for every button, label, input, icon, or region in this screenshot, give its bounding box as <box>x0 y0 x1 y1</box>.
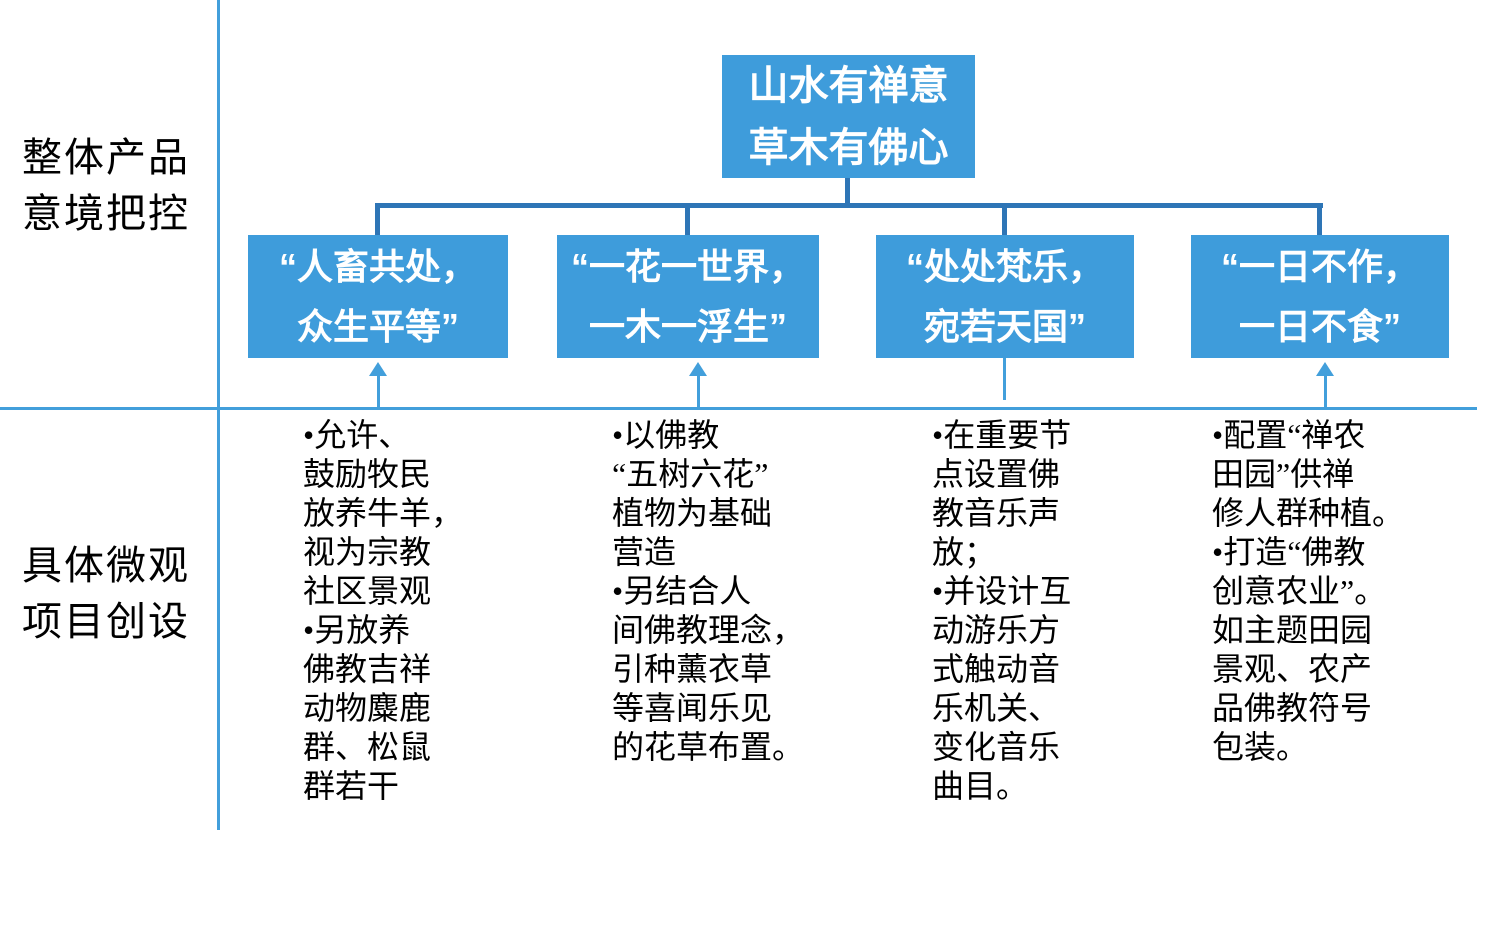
up-arrow-shaft <box>1323 376 1327 408</box>
connector-drop-2 <box>685 205 690 235</box>
connector-horizontal-bar <box>375 203 1323 208</box>
branch-node-box-2: “一花一世界， 一木一浮生” <box>557 235 819 358</box>
up-arrow-4 <box>1314 362 1336 408</box>
connector-root-stub <box>845 178 850 205</box>
root-node-box: 山水有禅意 草木有佛心 <box>722 55 975 178</box>
left-column-divider-line <box>217 0 220 830</box>
branch-node-box-1: “人畜共处， 众生平等” <box>248 235 508 358</box>
up-arrow-shaft <box>376 376 380 408</box>
branch-node-box-4: “一日不作， 一日不食” <box>1191 235 1449 358</box>
connector-drop-3 <box>1002 205 1007 235</box>
up-arrow-head-icon <box>689 362 707 376</box>
connector-line-3 <box>1003 358 1006 400</box>
up-arrow-head-icon <box>369 362 387 376</box>
up-arrow-2 <box>687 362 709 408</box>
up-arrow-shaft <box>696 376 700 408</box>
connector-drop-4 <box>1317 205 1322 235</box>
section-divider-line <box>0 407 1477 410</box>
detail-list-3: •在重要节 点设置佛 教音乐声 放； •并设计互 动游乐方 式触动音 乐机关、 … <box>932 417 1072 804</box>
detail-list-2: •以佛教 “五树六花” 植物为基础 营造 •另结合人 间佛教理念， 引种薰衣草 … <box>612 417 805 765</box>
detail-list-1: •允许、 鼓励牧民 放养牛羊， 视为宗教 社区景观 •另放养 佛教吉祥 动物麋鹿… <box>303 417 464 804</box>
up-arrow-head-icon <box>1316 362 1334 376</box>
section-label-overall-concept: 整体产品 意境把控 <box>22 135 190 236</box>
connector-drop-1 <box>375 205 380 235</box>
branch-node-box-3: “处处梵乐， 宛若天国” <box>876 235 1134 358</box>
section-label-micro-projects: 具体微观 项目创设 <box>22 543 190 644</box>
detail-list-4: •配置“禅农 田园”供禅 修人群种植。 •打造“佛教 创意农业”。 如主题田园 … <box>1212 417 1405 765</box>
up-arrow-1 <box>367 362 389 408</box>
